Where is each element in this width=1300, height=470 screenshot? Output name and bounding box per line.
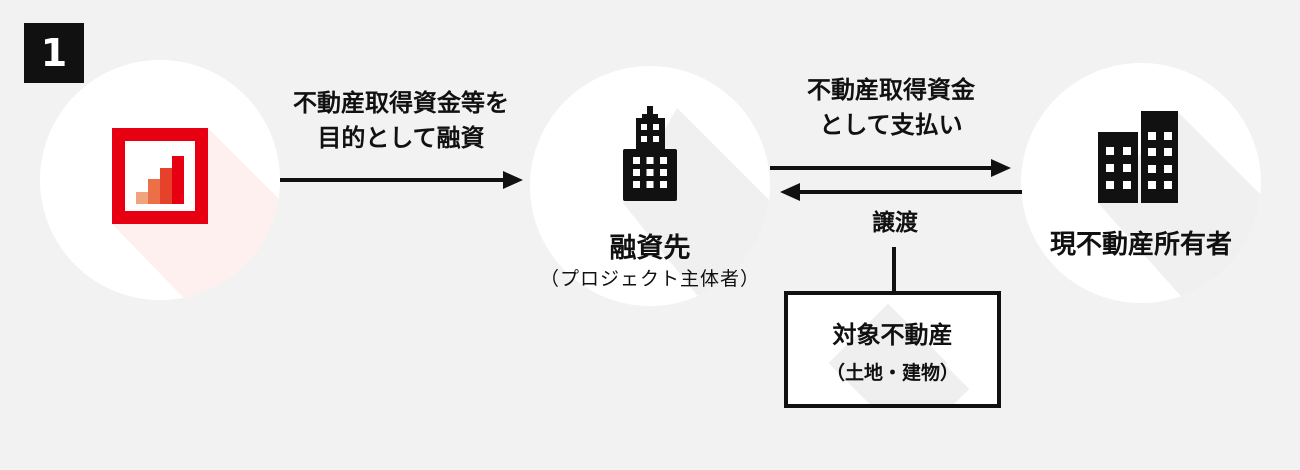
logo-bar-1 [136,192,148,204]
logo-bar-4 [172,156,184,204]
payment-arrow-head [991,159,1011,177]
payment-arrow-label: 不動産取得資金 として支払い [766,73,1016,143]
logo-bar-3 [160,168,172,204]
loan-arrow-label-line1: 不動産取得資金等を [293,89,509,117]
bar-chart-logo-icon [112,128,208,224]
transfer-arrow-line [799,190,1022,194]
loan-arrow-line [280,178,504,182]
borrower-node [530,66,770,306]
transfer-arrow-head [780,183,800,201]
borrower-title: 融資先 [609,233,691,264]
step-number: 1 [40,31,68,75]
owner-title: 現不動産所有者 [1049,230,1232,260]
loan-arrow-label: 不動産取得資金等を 目的として融資 [268,86,534,156]
owner-node [1021,63,1261,303]
skyscraper-icon [623,106,677,201]
loan-arrow-head [503,171,523,189]
property-connector-line [892,247,896,291]
property-box-title: 対象不動産 [832,320,953,349]
loan-arrow-label-line2: 目的として融資 [317,124,485,152]
payment-arrow-label-line1: 不動産取得資金 [807,76,975,104]
borrower-subtitle: （プロジェクト主体者） [539,268,760,290]
payment-arrow-label-line2: として支払い [819,111,963,139]
buildings-icon [1098,111,1178,203]
logo-bar-2 [148,179,160,204]
property-box: 対象不動産 （土地・建物） [784,291,1001,408]
property-box-subtitle: （土地・建物） [825,361,959,384]
transfer-arrow-label: 譲渡 [872,210,918,236]
payment-arrow-line [770,166,992,170]
step-number-badge: 1 [24,23,84,83]
lender-node [40,60,280,300]
logo-inner [125,141,195,211]
